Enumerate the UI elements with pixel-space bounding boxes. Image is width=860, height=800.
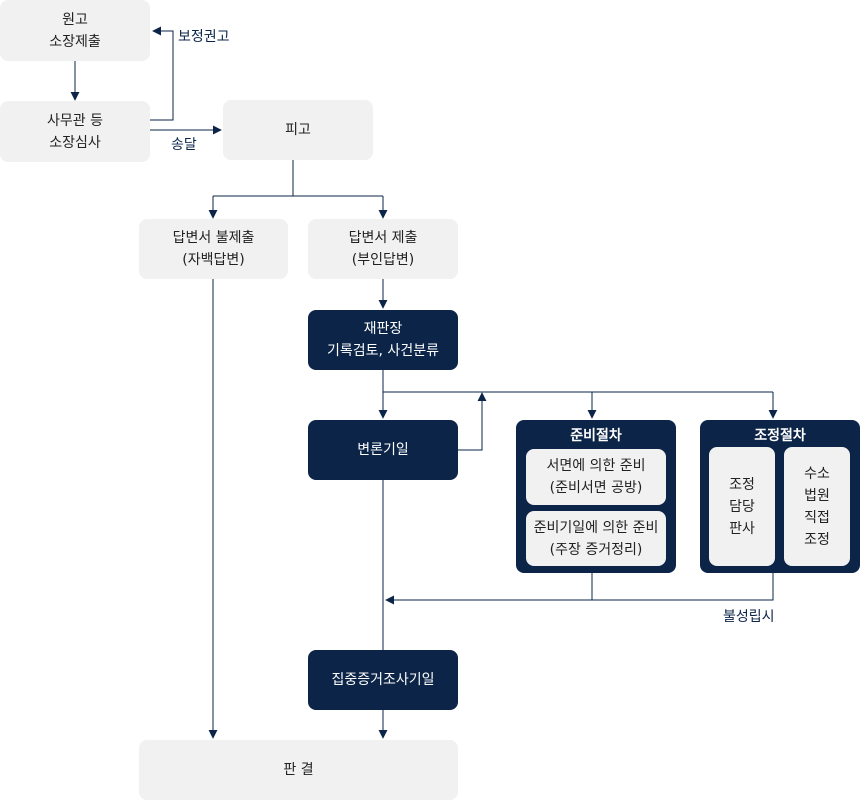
node-evidence: 집중증거조사기일 [308,650,458,710]
node-hearing: 변론기일 [308,420,458,480]
node-mediation-court: 수소 법원 직접 조정 [784,447,850,566]
node-mediation-judge-line3: 판사 [729,520,755,537]
node-complaint: 원고 소장제출 [0,0,150,61]
node-prep-written-line2: (준비서면 공방) [549,480,643,496]
node-hearing-label: 변론기일 [357,442,409,458]
edge-failed-return [385,573,774,605]
node-mediation-court-line2: 법원 [804,487,830,504]
node-judgment-label: 판 결 [283,762,314,778]
edge-hearing-loop [458,392,487,451]
node-prep-written-line1: 서면에 의한 준비 [546,458,646,474]
node-complaint-line1: 원고 [62,11,88,28]
panel-mediation-title: 조정절차 [754,428,806,444]
node-no-answer: 답변서 불제출 (자백답변) [139,219,288,279]
node-prep-written: 서면에 의한 준비 (준비서면 공방) [526,449,666,505]
node-no-answer-line1: 답변서 불제출 [172,230,255,246]
panel-mediation: 조정절차 조정 담당 판사 수소 법원 직접 조정 [700,420,860,573]
panel-prep: 준비절차 서면에 의한 준비 (준비서면 공방) 준비기일에 의한 준비 (주장… [516,420,676,573]
node-defendant-label: 피고 [285,122,311,138]
node-judge-review-line1: 재판장 [363,321,403,337]
node-mediation-court-line1: 수소 [804,465,830,482]
node-prep-date-line1: 준비기일에 의한 준비 [533,519,659,536]
node-review-line1: 사무관 등 [47,112,103,129]
node-review-line2: 소장심사 [49,134,101,151]
node-complaint-line2: 소장제출 [49,33,101,50]
edge-label-failed: 불성립시 [723,609,775,625]
node-answer: 답변서 제출 (부인답변) [308,219,458,279]
node-answer-line1: 답변서 제출 [348,230,418,246]
node-judge-review: 재판장 기록검토, 사건분류 [308,310,458,370]
edge-label-service: 송달 [171,137,197,153]
node-answer-line2: (부인답변) [351,252,415,268]
node-judge-review-line2: 기록검토, 사건분류 [327,343,439,359]
node-defendant: 피고 [223,100,373,160]
node-no-answer-line2: (자백답변) [182,252,245,268]
node-judgment: 판 결 [139,740,458,800]
node-mediation-judge-line2: 담당 [729,498,755,515]
node-prep-date: 준비기일에 의한 준비 (주장 증거정리) [526,511,666,566]
edge-correction [150,26,174,121]
node-mediation-court-line4: 조정 [804,531,830,548]
node-review: 사무관 등 소장심사 [0,101,150,162]
edge-label-correction: 보정권고 [178,29,230,45]
panel-prep-title: 준비절차 [570,428,622,444]
node-mediation-judge: 조정 담당 판사 [709,447,775,566]
node-prep-date-line2: (주장 증거정리) [549,541,643,558]
node-evidence-label: 집중증거조사기일 [331,672,435,688]
node-mediation-judge-line1: 조정 [729,476,755,493]
node-mediation-court-line3: 직접 [804,509,830,526]
